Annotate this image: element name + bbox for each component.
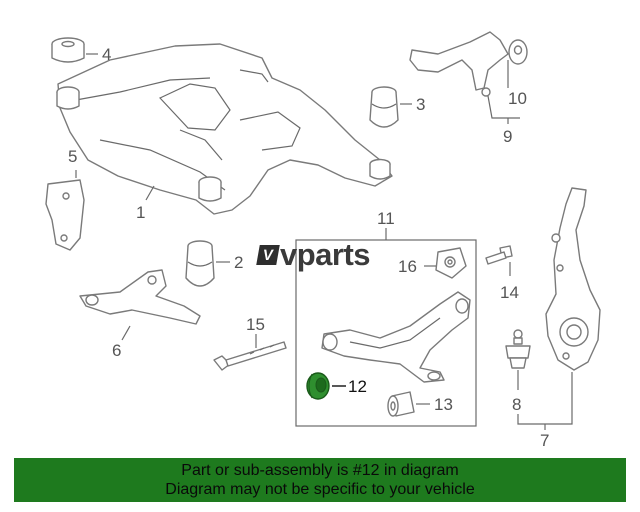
callout-4: 4 — [102, 45, 111, 64]
brand-mark-icon: V — [256, 244, 280, 265]
callout-2: 2 — [234, 253, 243, 272]
part-13-bushing[interactable] — [387, 391, 415, 417]
callout-5: 5 — [68, 147, 77, 166]
part-10-bushing[interactable] — [508, 39, 528, 65]
leader-9 — [487, 95, 520, 119]
parts-diagram: 4 1 3 10 9 — [45, 31, 601, 450]
callout-10: 10 — [508, 89, 527, 108]
callout-12: 12 — [348, 377, 367, 396]
part-15-bolt[interactable] — [213, 341, 287, 371]
part-11-lower-control-arm[interactable] — [321, 291, 471, 383]
callout-3: 3 — [416, 95, 425, 114]
part-6-lower-arm[interactable] — [79, 269, 201, 325]
part-9-upper-arm[interactable] — [409, 31, 509, 97]
callout-8: 8 — [512, 395, 521, 414]
callout-1: 1 — [136, 203, 145, 222]
brand-name: vparts — [280, 237, 371, 272]
banner-line-2: Diagram may not be specific to your vehi… — [165, 481, 475, 498]
callout-6: 6 — [112, 341, 121, 360]
callout-14: 14 — [500, 283, 519, 302]
part-16-plate[interactable] — [435, 247, 467, 279]
part-3-bushing[interactable] — [369, 86, 399, 128]
callout-13: 13 — [434, 395, 453, 414]
part-14-bolt[interactable] — [485, 245, 513, 265]
callout-16: 16 — [398, 257, 417, 276]
leader-1 — [145, 185, 155, 201]
part-4-mount[interactable] — [51, 37, 85, 63]
callout-7: 7 — [540, 431, 549, 450]
part-5-bracket[interactable] — [45, 179, 85, 251]
banner-line-1: Part or sub-assembly is #12 in diagram — [181, 462, 459, 479]
part-2-mount[interactable] — [185, 240, 215, 287]
leader-6 — [121, 325, 131, 341]
part-8-ball-joint[interactable] — [505, 329, 531, 369]
part-1-subframe[interactable] — [56, 43, 393, 215]
brand-logo: V vparts — [256, 237, 371, 272]
notice-banner: Part or sub-assembly is #12 in diagram D… — [14, 458, 626, 502]
part-12-bushing[interactable] — [306, 372, 330, 400]
callout-11: 11 — [377, 209, 395, 228]
callout-9: 9 — [503, 127, 512, 146]
callout-15: 15 — [246, 315, 265, 334]
leader-7 — [517, 372, 573, 425]
part-7-knuckle[interactable] — [545, 187, 601, 371]
